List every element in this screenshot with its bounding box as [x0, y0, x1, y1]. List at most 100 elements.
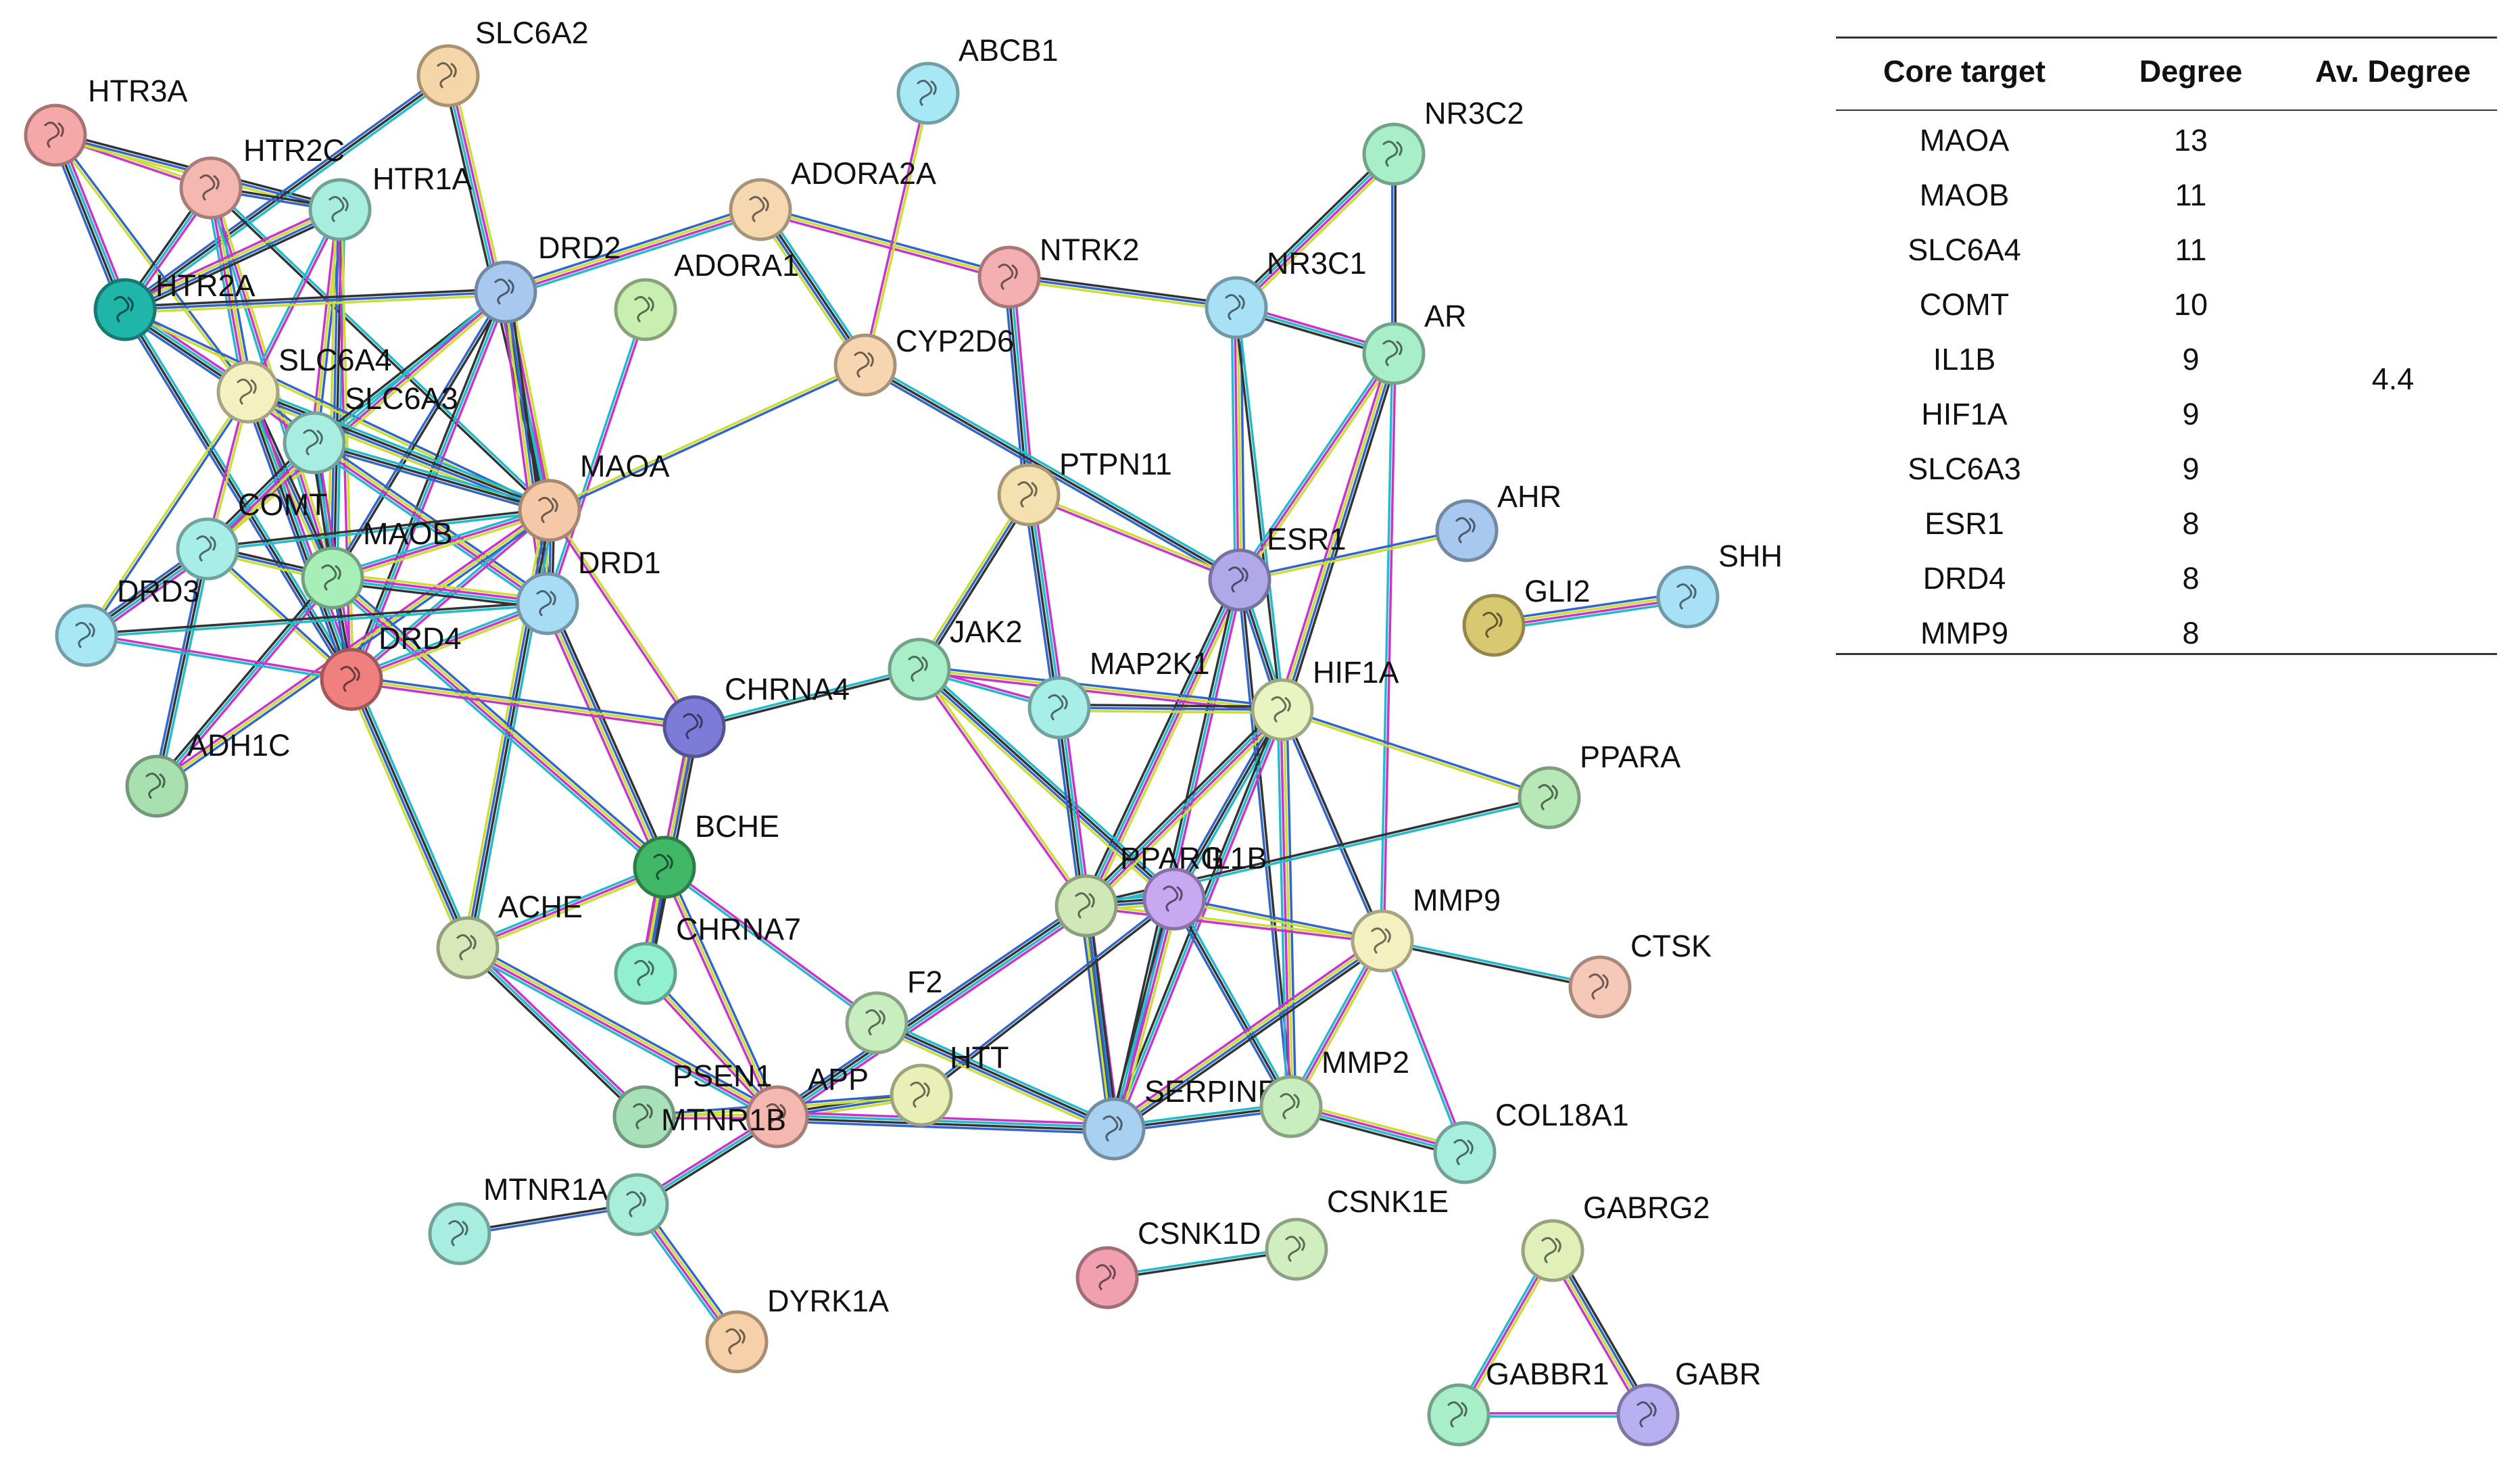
node-circle[interactable] — [518, 479, 581, 542]
node-circle[interactable] — [216, 360, 280, 424]
node-circle[interactable] — [606, 1173, 669, 1236]
node-chrna4[interactable]: CHRNA4 — [662, 672, 850, 758]
node-ppara[interactable]: PPARA — [1518, 740, 1680, 829]
node-serpine1[interactable]: SERPINE1 — [1082, 1074, 1295, 1161]
node-circle[interactable] — [320, 648, 383, 711]
node-circle[interactable] — [845, 991, 908, 1055]
node-circle[interactable] — [1362, 322, 1426, 385]
node-drd1[interactable]: DRD1 — [516, 546, 661, 635]
node-gabrg2[interactable]: GABRG2 — [1521, 1190, 1710, 1282]
node-circle[interactable] — [729, 178, 792, 241]
node-circle[interactable] — [1616, 1383, 1680, 1447]
node-circle[interactable] — [1433, 1121, 1497, 1184]
node-mtnr1a[interactable]: MTNR1A — [428, 1172, 608, 1265]
node-adora1[interactable]: ADORA1 — [614, 248, 799, 341]
node-cyp2d6[interactable]: CYP2D6 — [833, 324, 1014, 397]
node-drd4[interactable]: DRD4 — [320, 621, 462, 711]
node-circle[interactable] — [416, 44, 480, 107]
node-circle[interactable] — [705, 1310, 769, 1374]
node-circle[interactable] — [997, 463, 1061, 527]
node-htr2c[interactable]: HTR2C — [179, 133, 345, 220]
node-circle[interactable] — [516, 572, 579, 635]
node-circle[interactable] — [614, 942, 677, 1005]
node-circle[interactable] — [1075, 1246, 1139, 1309]
node-csnk1e[interactable]: CSNK1E — [1265, 1184, 1449, 1281]
node-circle[interactable] — [1208, 548, 1271, 612]
node-circle[interactable] — [1027, 676, 1091, 740]
node-maoa[interactable]: MAOA — [518, 449, 670, 542]
node-mmp2[interactable]: MMP2 — [1259, 1045, 1409, 1138]
node-circle[interactable] — [301, 546, 364, 610]
node-circle[interactable] — [746, 1085, 809, 1149]
node-slc6a4[interactable]: SLC6A4 — [216, 343, 392, 424]
node-mtnr1b[interactable]: MTNR1B — [606, 1103, 786, 1236]
node-circle[interactable] — [833, 333, 897, 397]
node-circle[interactable] — [1518, 766, 1581, 829]
node-csnk1d[interactable]: CSNK1D — [1075, 1216, 1261, 1309]
node-jak2[interactable]: JAK2 — [888, 614, 1023, 701]
node-circle[interactable] — [662, 695, 726, 758]
node-col18a1[interactable]: COL18A1 — [1433, 1098, 1629, 1184]
node-ntrk2[interactable]: NTRK2 — [977, 233, 1140, 309]
node-circle[interactable] — [614, 278, 677, 341]
node-f2[interactable]: F2 — [845, 965, 943, 1055]
node-circle[interactable] — [474, 260, 537, 324]
node-shh[interactable]: SHH — [1656, 539, 1783, 629]
node-circle[interactable] — [1521, 1219, 1584, 1282]
node-htt[interactable]: HTT — [890, 1040, 1009, 1127]
node-bche[interactable]: BCHE — [633, 809, 779, 899]
node-circle[interactable] — [1259, 1075, 1323, 1138]
node-htr1a[interactable]: HTR1A — [308, 162, 472, 241]
node-circle[interactable] — [888, 637, 951, 701]
node-il1b[interactable]: IL1B — [1142, 841, 1267, 931]
node-gabrb[interactable]: GABR — [1616, 1357, 1762, 1447]
node-circle[interactable] — [1251, 678, 1314, 742]
node-circle[interactable] — [896, 62, 960, 125]
node-circle[interactable] — [428, 1202, 491, 1265]
node-circle[interactable] — [890, 1063, 953, 1127]
node-circle[interactable] — [24, 103, 87, 167]
node-circle[interactable] — [1082, 1097, 1146, 1161]
node-circle[interactable] — [1351, 909, 1414, 973]
node-slc6a2[interactable]: SLC6A2 — [416, 16, 589, 107]
node-mmp9[interactable]: MMP9 — [1351, 883, 1501, 973]
node-circle[interactable] — [1142, 867, 1206, 931]
node-circle[interactable] — [1427, 1383, 1491, 1447]
node-gabbr1[interactable]: GABBR1 — [1427, 1357, 1609, 1447]
node-app[interactable]: APP — [746, 1062, 869, 1149]
node-circle[interactable] — [1055, 874, 1118, 938]
node-htr3a[interactable]: HTR3A — [24, 74, 188, 167]
node-circle[interactable] — [1656, 565, 1720, 629]
node-nr3c1[interactable]: NR3C1 — [1205, 246, 1367, 339]
node-circle[interactable] — [1435, 499, 1499, 562]
node-chrna7[interactable]: CHRNA7 — [614, 912, 801, 1005]
node-slc6a3[interactable]: SLC6A3 — [283, 381, 458, 475]
node-drd2[interactable]: DRD2 — [474, 231, 621, 324]
node-circle[interactable] — [633, 836, 696, 899]
node-circle[interactable] — [176, 517, 239, 581]
node-drd3[interactable]: DRD3 — [55, 574, 200, 667]
node-circle[interactable] — [283, 411, 346, 475]
node-ar[interactable]: AR — [1362, 299, 1467, 385]
node-circle[interactable] — [93, 278, 157, 341]
node-comt[interactable]: COMT — [176, 487, 327, 581]
node-circle[interactable] — [1265, 1217, 1328, 1281]
node-circle[interactable] — [1205, 276, 1268, 339]
node-adh1c[interactable]: ADH1C — [125, 728, 291, 818]
node-ache[interactable]: ACHE — [436, 890, 583, 980]
node-hif1a[interactable]: HIF1A — [1251, 655, 1399, 742]
node-dyrk1a[interactable]: DYRK1A — [705, 1284, 889, 1374]
node-htr2a[interactable]: HTR2A — [93, 268, 256, 341]
node-circle[interactable] — [308, 178, 372, 241]
node-circle[interactable] — [125, 754, 189, 818]
node-map2k1[interactable]: MAP2K1 — [1027, 646, 1210, 740]
node-gli2[interactable]: GLI2 — [1462, 574, 1591, 657]
node-circle[interactable] — [436, 916, 500, 980]
node-circle[interactable] — [612, 1085, 676, 1149]
node-esr1[interactable]: ESR1 — [1208, 522, 1347, 612]
node-circle[interactable] — [977, 245, 1041, 309]
node-abcb1[interactable]: ABCB1 — [896, 33, 1059, 125]
node-adora2a[interactable]: ADORA2A — [729, 156, 936, 241]
node-ahr[interactable]: AHR — [1435, 479, 1561, 562]
node-circle[interactable] — [179, 156, 243, 220]
